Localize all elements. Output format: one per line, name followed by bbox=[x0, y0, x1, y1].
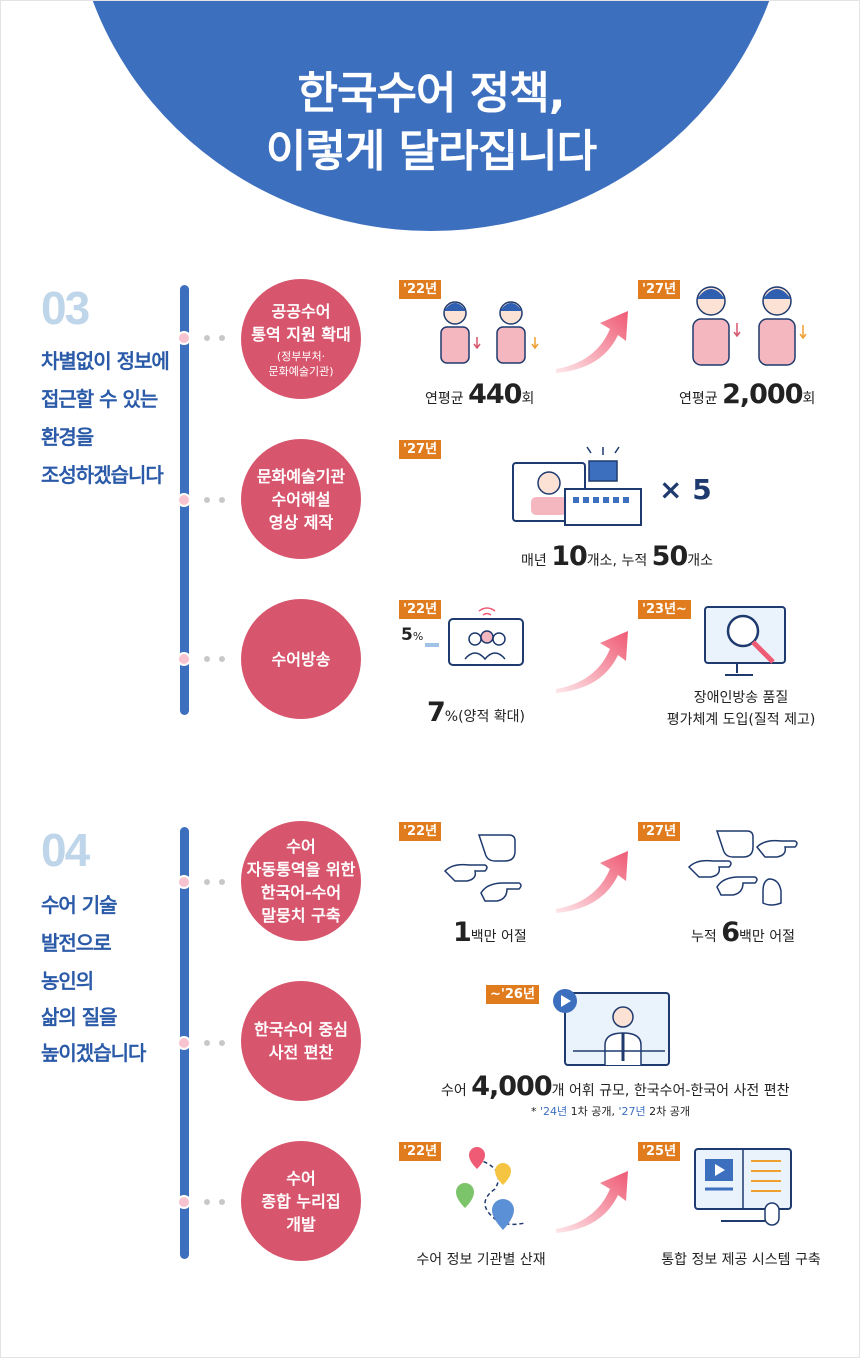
section-04-line: 농인의 bbox=[41, 969, 94, 993]
section-04-line: 삶의 질을 bbox=[41, 1005, 118, 1029]
page-title-line2: 이렇게 달라집니다 bbox=[265, 126, 597, 177]
connector-dot bbox=[219, 497, 225, 503]
connector-dot bbox=[204, 497, 210, 503]
section-04-line: 높이겠습니다 bbox=[41, 1041, 146, 1065]
policy-circle: 문화예술기관 수어해설 영상 제작 bbox=[241, 439, 361, 559]
year-badge: '22년 bbox=[399, 280, 442, 299]
value-label: 평가체계 도입(질적 제고) bbox=[666, 712, 816, 728]
broadcast-illustration bbox=[425, 607, 524, 666]
year-badge: '22년 bbox=[399, 1142, 442, 1161]
policy-circle: 공공수어 통역 지원 확대 (정부부처· 문화예술기관) bbox=[241, 279, 361, 399]
value-label: 연평균 2,000회 bbox=[679, 379, 816, 410]
year-badge: '22년 bbox=[399, 600, 442, 619]
connector-dot bbox=[204, 879, 210, 885]
timeline-node bbox=[177, 875, 191, 889]
arrow-icon bbox=[556, 311, 628, 373]
integrated-system-illustration bbox=[694, 1148, 792, 1226]
connector-dot bbox=[204, 335, 210, 341]
value-label: 수어 4,000개 어휘 규모, 한국수어-한국어 사전 편찬 bbox=[441, 1071, 790, 1102]
value-label: 7%(양적 확대) bbox=[427, 697, 525, 728]
value-label: 1백만 어절 bbox=[453, 917, 527, 948]
section-04-line: 발전으로 bbox=[41, 931, 112, 955]
policy-circle: 수어방송 bbox=[241, 599, 361, 719]
timeline-node bbox=[177, 652, 191, 666]
section-03-line: 접근할 수 있는 bbox=[41, 387, 158, 411]
year-badge: '23년~ bbox=[638, 600, 691, 619]
connector-dot bbox=[204, 1040, 210, 1046]
year-badge: ~'26년 bbox=[486, 985, 539, 1004]
value-label: 수어 정보 기관별 산재 bbox=[416, 1252, 546, 1268]
arrow-icon bbox=[556, 631, 628, 693]
connector-dot bbox=[219, 1040, 225, 1046]
section-03-line: 차별없이 정보에 bbox=[41, 349, 170, 373]
page-title-line1: 한국수어 정책, bbox=[297, 68, 566, 119]
section-03-line: 조성하겠습니다 bbox=[41, 463, 164, 487]
connector-dot bbox=[219, 1199, 225, 1205]
policy-circle: 한국수어 중심 사전 편찬 bbox=[241, 981, 361, 1101]
interpreters-illustration bbox=[440, 301, 539, 364]
section-number-03: 03 bbox=[41, 282, 90, 334]
monitor-search-illustration bbox=[704, 606, 786, 676]
section-03-line: 환경을 bbox=[41, 425, 94, 449]
footnote: * '24년 1차 공개, '27년 2차 공개 bbox=[531, 1105, 691, 1118]
value-label: 연평균 440회 bbox=[425, 379, 535, 410]
video-dictionary-illustration bbox=[553, 989, 670, 1066]
policy-circle: 수어 자동통역을 위한 한국어-수어 말뭉치 구축 bbox=[241, 821, 361, 941]
value-label: 장애인방송 품질 bbox=[693, 690, 789, 706]
value-label: 누적 6백만 어절 bbox=[691, 917, 795, 948]
timeline-node bbox=[177, 1036, 191, 1050]
value-label: 매년 10개소, 누적 50개소 bbox=[521, 541, 714, 572]
year-badge: '27년 bbox=[638, 280, 681, 299]
connector-dot bbox=[219, 335, 225, 341]
connector-dot bbox=[204, 1199, 210, 1205]
sign-hands-illustration bbox=[687, 830, 798, 906]
timeline-node bbox=[177, 331, 191, 345]
year-badge: '22년 bbox=[399, 822, 442, 841]
year-badge: '27년 bbox=[399, 440, 442, 459]
interpreters-illustration bbox=[692, 286, 807, 366]
year-badge: '27년 bbox=[638, 822, 681, 841]
sign-hands-illustration bbox=[443, 834, 522, 902]
connector-dot bbox=[219, 656, 225, 662]
map-pins-illustration bbox=[456, 1147, 526, 1230]
section-number-04: 04 bbox=[41, 824, 90, 876]
connector-dot bbox=[219, 879, 225, 885]
year-badge: '25년 bbox=[638, 1142, 681, 1161]
arrow-icon bbox=[556, 1171, 628, 1233]
section-04-line: 수어 기술 bbox=[41, 893, 118, 917]
value-label: 통합 정보 제공 시스템 구축 bbox=[661, 1252, 821, 1268]
policy-circle: 수어 종합 누리집 개발 bbox=[241, 1141, 361, 1261]
multiplier-label: × 5 bbox=[659, 473, 712, 506]
value-label: 5% bbox=[401, 625, 424, 645]
timeline-node bbox=[177, 1195, 191, 1209]
arrow-icon bbox=[556, 851, 628, 913]
timeline-node bbox=[177, 493, 191, 507]
video-production-illustration bbox=[512, 446, 642, 526]
connector-dot bbox=[204, 656, 210, 662]
